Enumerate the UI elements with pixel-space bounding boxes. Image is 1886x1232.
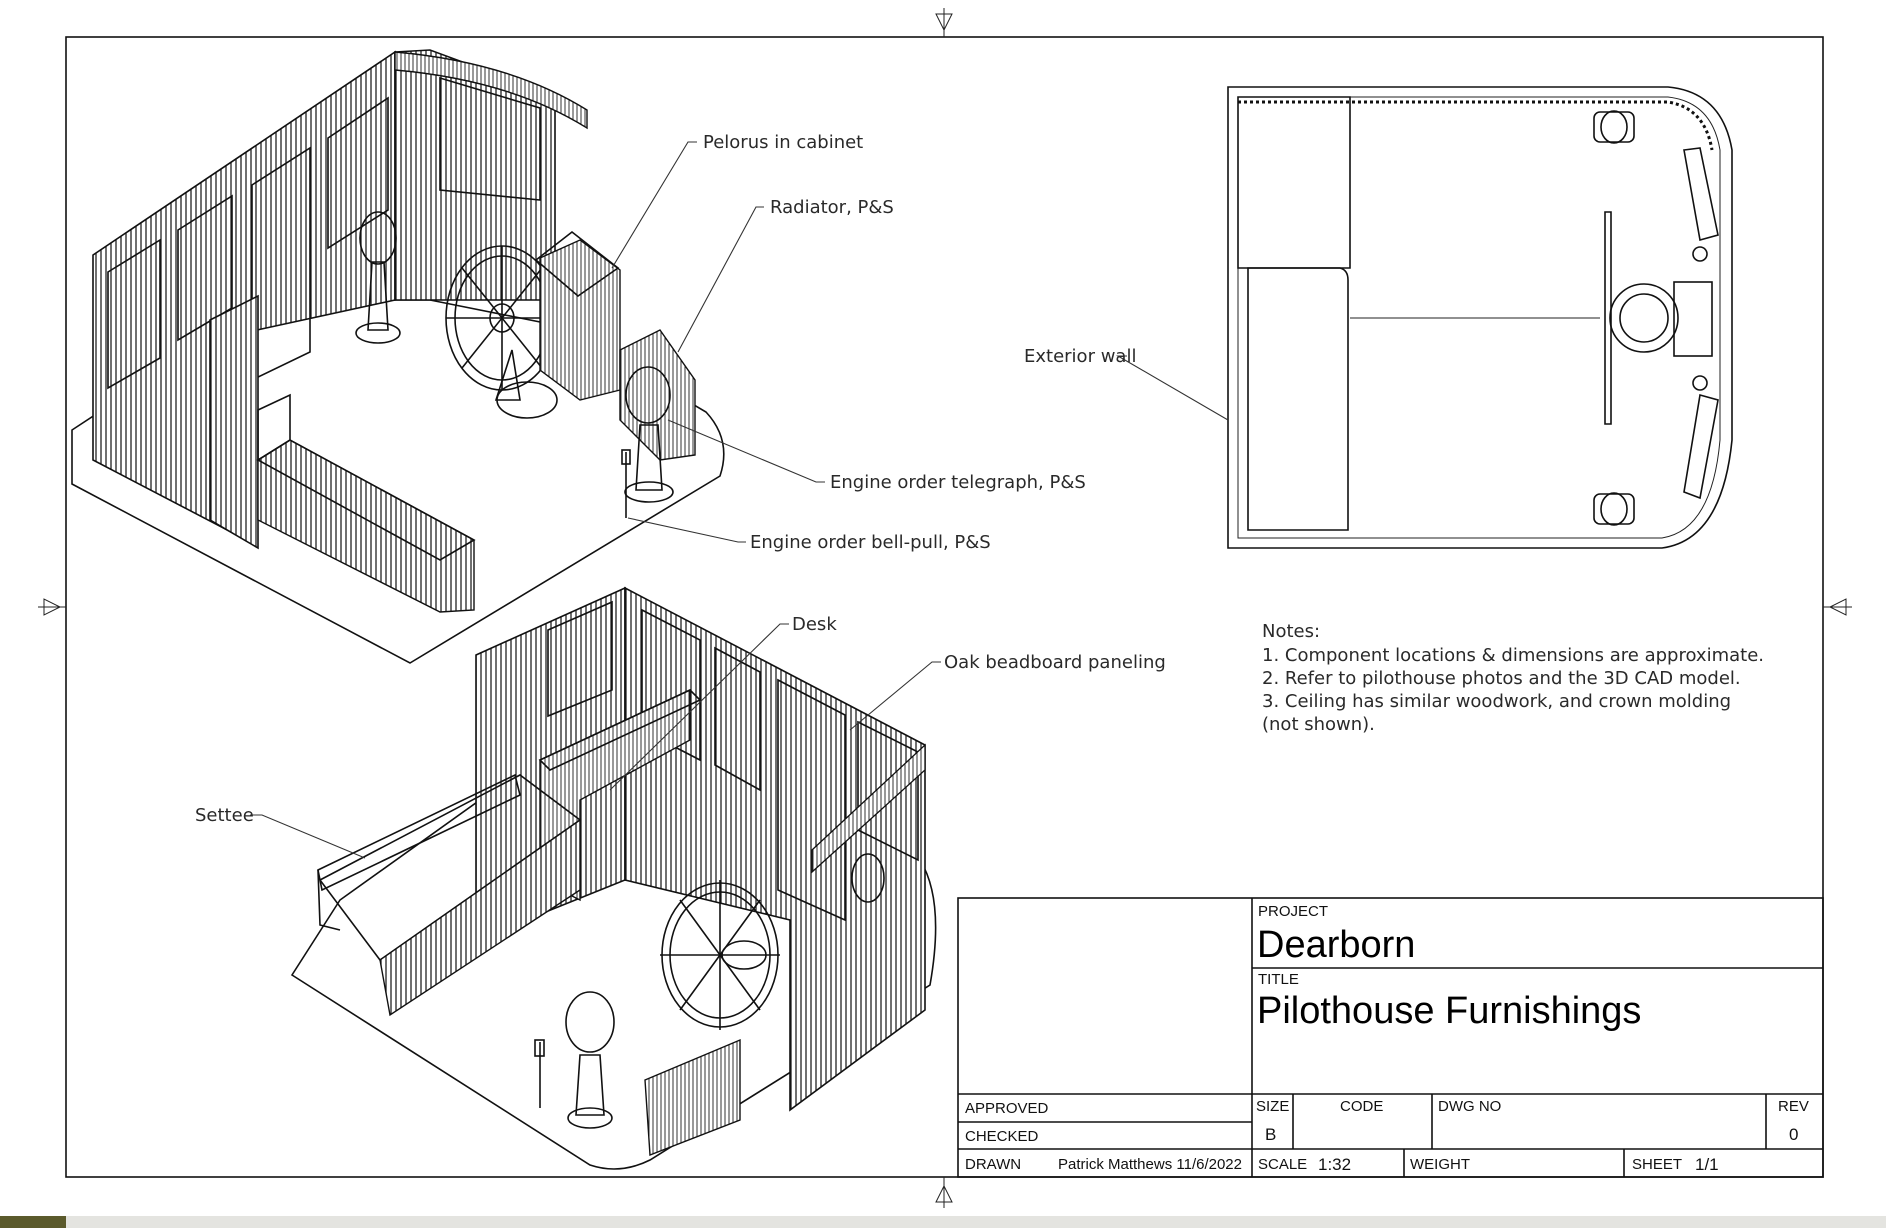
radiator-upper bbox=[619, 329, 696, 461]
size-value: B bbox=[1265, 1125, 1276, 1144]
callout-paneling: Oak beadboard paneling bbox=[944, 652, 1166, 673]
notes-heading: Notes: bbox=[1262, 621, 1320, 642]
rev-label: REV bbox=[1778, 1098, 1809, 1115]
center-mark-bottom bbox=[935, 1177, 953, 1208]
settee-lower bbox=[317, 773, 582, 1017]
callout-leaders bbox=[250, 141, 1229, 859]
callout-pelorus: Pelorus in cabinet bbox=[703, 132, 863, 153]
callout-engine-telegraph: Engine order telegraph, P&S bbox=[830, 472, 1086, 493]
approved-label: APPROVED bbox=[965, 1100, 1049, 1117]
bell-pull-upper bbox=[621, 449, 631, 518]
callout-exterior-wall: Exterior wall bbox=[1024, 346, 1136, 367]
drawn-by: Patrick Matthews 11/6/2022 bbox=[1058, 1156, 1242, 1173]
telegraph-lower bbox=[565, 991, 615, 1129]
telegraph-lower-far bbox=[851, 853, 885, 903]
weight-label: WEIGHT bbox=[1410, 1156, 1470, 1173]
plan-wheel bbox=[1604, 211, 1713, 425]
callout-bell-pull: Engine order bell-pull, P&S bbox=[750, 532, 991, 553]
notes-block: Notes: 1. Component locations & dimensio… bbox=[1262, 621, 1764, 735]
center-mark-top bbox=[935, 8, 953, 37]
radiator-lower bbox=[644, 1038, 741, 1156]
title-label: TITLE bbox=[1258, 971, 1299, 988]
checked-label: CHECKED bbox=[965, 1128, 1039, 1145]
plan-radiator-top bbox=[1683, 147, 1719, 242]
drawing-title: Pilothouse Furnishings bbox=[1257, 990, 1641, 1032]
dwg-no-label: DWG NO bbox=[1438, 1098, 1501, 1115]
code-label: CODE bbox=[1340, 1098, 1383, 1115]
ship-wheel-upper bbox=[445, 245, 559, 419]
ship-wheel-lower bbox=[660, 880, 780, 1030]
note-line-2: 2. Refer to pilothouse photos and the 3D… bbox=[1262, 668, 1741, 689]
window-bottom-bar bbox=[0, 1216, 1886, 1228]
callout-radiator: Radiator, P&S bbox=[770, 197, 894, 218]
forward-back-wall bbox=[624, 586, 926, 1112]
plan-telegraph-bottom bbox=[1593, 492, 1635, 526]
note-line-1: 1. Component locations & dimensions are … bbox=[1262, 645, 1764, 666]
drawn-label: DRAWN bbox=[965, 1156, 1021, 1173]
sheet-value: 1/1 bbox=[1695, 1155, 1719, 1174]
callout-settee: Settee bbox=[195, 805, 254, 826]
plan-view bbox=[1227, 86, 1733, 549]
sheet-label: SHEET bbox=[1632, 1156, 1682, 1173]
taskbar-thumbnail bbox=[0, 1216, 66, 1228]
bell-pull-lower bbox=[534, 1039, 545, 1108]
project-name: Dearborn bbox=[1257, 924, 1415, 966]
isometric-view-forward bbox=[290, 586, 937, 1170]
note-line-3: 3. Ceiling has similar woodwork, and cro… bbox=[1262, 691, 1731, 712]
telegraph-upper-left bbox=[355, 211, 401, 344]
rev-value: 0 bbox=[1789, 1125, 1798, 1144]
plan-radiator-bottom bbox=[1683, 393, 1719, 500]
plan-telegraph-top bbox=[1593, 110, 1635, 144]
center-mark-left bbox=[38, 598, 66, 616]
size-label: SIZE bbox=[1256, 1098, 1289, 1115]
scale-value: 1:32 bbox=[1318, 1155, 1351, 1174]
isometric-view-aft bbox=[71, 49, 725, 664]
drawing-border bbox=[38, 8, 1852, 1208]
scale-label: SCALE bbox=[1258, 1156, 1307, 1173]
center-mark-right bbox=[1823, 598, 1852, 616]
settee-upper bbox=[256, 393, 476, 613]
callout-desk: Desk bbox=[792, 614, 837, 635]
telegraph-upper-right bbox=[624, 366, 674, 503]
pelorus-cabinet bbox=[534, 230, 621, 401]
title-block: PROJECT Dearborn TITLE Pilothouse Furnis… bbox=[957, 897, 1824, 1178]
note-line-4: (not shown). bbox=[1262, 714, 1375, 735]
project-label: PROJECT bbox=[1258, 903, 1328, 920]
